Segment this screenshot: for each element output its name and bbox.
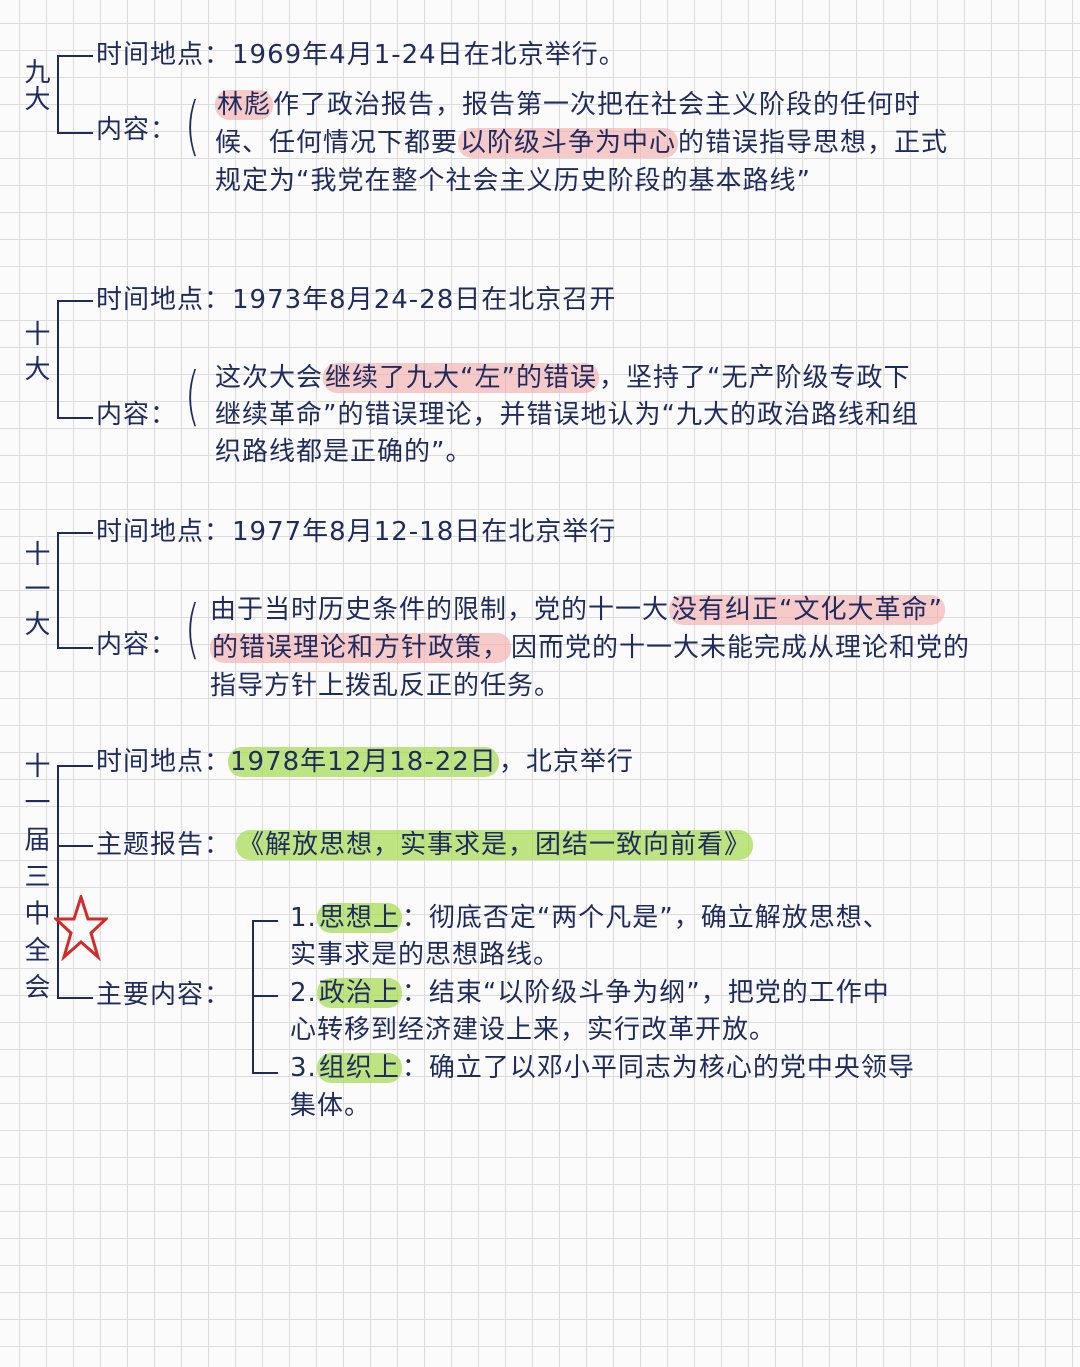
- text-segment: 由于当时历史条件的限制，党的十一大: [210, 595, 670, 625]
- section-label: 十大: [20, 320, 50, 390]
- text-segment: 因而党的十一大未能完成从理论和党的: [511, 633, 971, 663]
- paren: (: [184, 593, 200, 667]
- report-title: 《解放思想，实事求是，团结一致向前看》: [236, 828, 754, 862]
- highlighted-text: 1978年12月18-22日: [228, 747, 499, 777]
- text-segment: 1.: [290, 903, 317, 933]
- content-line: 2.政治上：结束“以阶级斗争为纲”，把党的工作中: [290, 976, 890, 1010]
- content-line: 林彪作了政治报告，报告第一次把在社会主义阶段的任何时: [215, 88, 921, 122]
- bracket: [57, 765, 93, 999]
- content-line: 的错误理论和方针政策，因而党的十一大未能完成从理论和党的: [210, 631, 970, 665]
- content-line: 1.思想上：彻底否定“两个凡是”，确立解放思想、: [290, 901, 890, 935]
- content-line: 由于当时历史条件的限制，党的十一大没有纠正“文化大革命”: [210, 593, 945, 627]
- text-segment: 3.: [290, 1053, 317, 1083]
- paren: (: [184, 90, 200, 164]
- content-line: 这次大会继续了九大“左”的错误，坚持了“无产阶级专政下: [215, 361, 910, 395]
- text-segment: ：确立了以邓小平同志为核心的党中央领导: [401, 1053, 915, 1083]
- text-segment: 这次大会: [215, 363, 324, 393]
- bracket: [57, 55, 93, 134]
- highlighted-text: 继续了九大“左”的错误: [323, 363, 599, 393]
- content-line: 织路线都是正确的”。: [215, 435, 472, 469]
- section-label: 九大: [20, 58, 50, 112]
- paren: (: [184, 360, 200, 434]
- time-value: 1978年12月18-22日，北京举行: [228, 745, 634, 779]
- content-line: 候、任何情况下都要以阶级斗争为中心的错误指导思想，正式: [215, 126, 948, 160]
- highlighted-text: 思想上: [316, 903, 402, 933]
- highlighted-text: 《解放思想，实事求是，团结一致向前看》: [236, 830, 754, 860]
- text-segment: 继续革命”的错误理论，并错误地认为“九大的政治路线和组: [215, 400, 919, 430]
- text-segment: ，坚持了“无产阶级专政下: [598, 363, 911, 393]
- text-segment: ：结束“以阶级斗争为纲”，把党的工作中: [401, 978, 890, 1008]
- highlighted-text: 政治上: [316, 978, 402, 1008]
- time-value: 1977年8月12-18日在北京举行: [232, 515, 616, 549]
- time-label: 时间地点：: [96, 517, 232, 547]
- tick: [252, 995, 278, 997]
- content-line: 规定为“我党在整个社会主义历史阶段的基本路线”: [215, 164, 811, 198]
- time-label: 时间地点：: [96, 747, 232, 777]
- text-segment: 作了政治报告，报告第一次把在社会主义阶段的任何时: [273, 90, 922, 120]
- bracket: [57, 300, 93, 419]
- highlighted-text: 没有纠正“文化大革命”: [669, 595, 945, 625]
- text-segment: 1973年8月24-28日在北京召开: [232, 285, 617, 315]
- text-segment: 1977年8月12-18日在北京举行: [232, 517, 617, 547]
- text-segment: 候、任何情况下都要: [215, 128, 459, 158]
- tick: [57, 845, 93, 847]
- report-label: 主题报告：: [96, 830, 232, 860]
- section-label: 十一届三中全会: [20, 752, 50, 1010]
- content-line: 实事求是的思想路线。: [290, 938, 560, 972]
- content-line: 3.组织上：确立了以邓小平同志为核心的党中央领导: [290, 1051, 915, 1085]
- content-label: 内容：: [96, 115, 178, 145]
- text-segment: 1969年4月1-24日在北京举行。: [232, 40, 626, 70]
- highlighted-text: 林彪: [215, 90, 274, 120]
- content-line: 心转移到经济建设上来，实行改革开放。: [290, 1013, 776, 1047]
- time-value: 1969年4月1-24日在北京举行。: [232, 38, 626, 72]
- content-line: 继续革命”的错误理论，并错误地认为“九大的政治路线和组: [215, 398, 919, 432]
- text-segment: 集体。: [290, 1091, 372, 1121]
- text-segment: ：彻底否定“两个凡是”，确立解放思想、: [401, 903, 890, 933]
- text-segment: 指导方针上拨乱反正的任务。: [210, 671, 562, 701]
- text-segment: 2.: [290, 978, 317, 1008]
- text-segment: 的错误指导思想，正式: [678, 128, 949, 158]
- bracket: [57, 532, 93, 649]
- content-line: 集体。: [290, 1089, 371, 1123]
- time-label: 时间地点：: [96, 285, 232, 315]
- red-star-icon: [54, 895, 108, 961]
- text-segment: ，北京举行: [498, 747, 634, 777]
- text-segment: 实事求是的思想路线。: [290, 940, 561, 970]
- content-label: 内容：: [96, 400, 178, 430]
- highlighted-text: 的错误理论和方针政策，: [210, 633, 512, 663]
- content-label: 主要内容：: [96, 980, 232, 1010]
- time-label: 时间地点：: [96, 40, 232, 70]
- content-line: 指导方针上拨乱反正的任务。: [210, 669, 561, 703]
- section-label: 十一大: [20, 540, 50, 645]
- text-segment: 规定为“我党在整个社会主义历史阶段的基本路线”: [215, 166, 811, 196]
- sub-bracket: [252, 920, 278, 1074]
- highlighted-text: 组织上: [316, 1053, 402, 1083]
- time-value: 1973年8月24-28日在北京召开: [232, 283, 616, 317]
- highlighted-text: 以阶级斗争为中心: [458, 128, 679, 158]
- text-segment: 心转移到经济建设上来，实行改革开放。: [290, 1015, 777, 1045]
- text-segment: 织路线都是正确的”。: [215, 437, 473, 467]
- content-label: 内容：: [96, 630, 178, 660]
